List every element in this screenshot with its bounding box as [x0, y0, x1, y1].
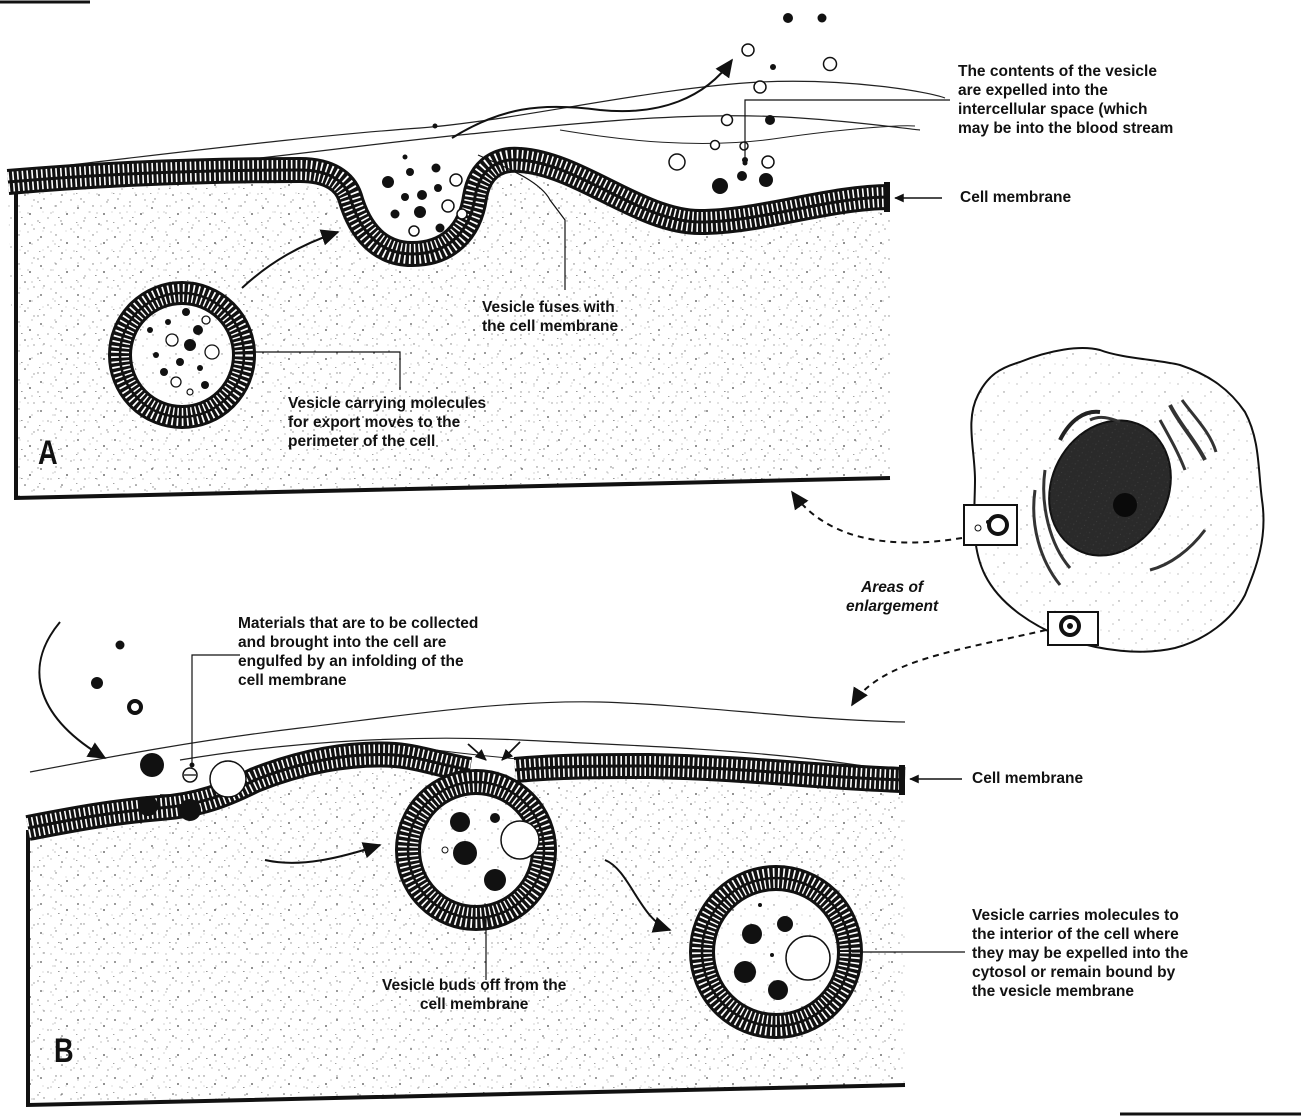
label-line: Vesicle carrying molecules: [288, 394, 486, 413]
label-vesicle-carries: Vesicle carries molecules to the interio…: [972, 906, 1188, 1001]
label-materials: Materials that are to be collected and b…: [238, 614, 478, 690]
label-line: enlargement: [846, 597, 938, 616]
label-line: Vesicle carries molecules to: [972, 906, 1188, 925]
label-line: the interior of the cell where: [972, 925, 1188, 944]
label-line: Areas of: [846, 578, 938, 597]
label-line: perimeter of the cell: [288, 432, 486, 451]
label-line: Materials that are to be collected: [238, 614, 478, 633]
label-line: they may be expelled into the: [972, 944, 1188, 963]
label-cell-membrane-a: Cell membrane: [960, 188, 1071, 207]
label-vesicle-fuses: Vesicle fuses with the cell membrane: [482, 298, 618, 336]
panel-a-letter: A: [38, 434, 58, 473]
label-line: the cell membrane: [482, 317, 618, 336]
label-contents-expelled: The contents of the vesicle are expelled…: [958, 62, 1173, 138]
budding-vesicle: [408, 782, 544, 918]
label-line: cytosol or remain bound by: [972, 963, 1188, 982]
label-line: are expelled into the: [958, 81, 1173, 100]
panel-b-illustration: [20, 622, 965, 1110]
label-line: Vesicle buds off from the: [382, 976, 566, 995]
label-line: for export moves to the: [288, 413, 486, 432]
label-line: Vesicle fuses with: [482, 298, 618, 317]
label-line: cell membrane: [238, 671, 478, 690]
label-line: The contents of the vesicle: [958, 62, 1173, 81]
label-vesicle-carrying: Vesicle carrying molecules for export mo…: [288, 394, 486, 451]
label-line: the vesicle membrane: [972, 982, 1188, 1001]
incoming-molecules: [91, 641, 246, 822]
label-line: and brought into the cell are: [238, 633, 478, 652]
label-line: engulfed by an infolding of the: [238, 652, 478, 671]
label-areas-of-enlargement: Areas of enlargement: [846, 578, 938, 616]
label-line: cell membrane: [382, 995, 566, 1014]
incoming-arrow: [39, 622, 105, 758]
label-line: may be into the blood stream: [958, 119, 1173, 138]
panel-b-letter: B: [54, 1032, 74, 1071]
vesicle-a: [120, 293, 244, 417]
label-buds-off: Vesicle buds off from the cell membrane: [382, 976, 566, 1014]
leader-contents-expelled: [745, 100, 950, 165]
interior-vesicle: [702, 878, 850, 1026]
leader-materials: [192, 655, 240, 765]
label-line: intercellular space (which: [958, 100, 1173, 119]
expel-arrow: [452, 60, 732, 138]
enlargement-arrow-b: [852, 630, 1046, 705]
enlargement-arrow-a: [792, 492, 962, 543]
label-cell-membrane-b: Cell membrane: [972, 769, 1083, 788]
